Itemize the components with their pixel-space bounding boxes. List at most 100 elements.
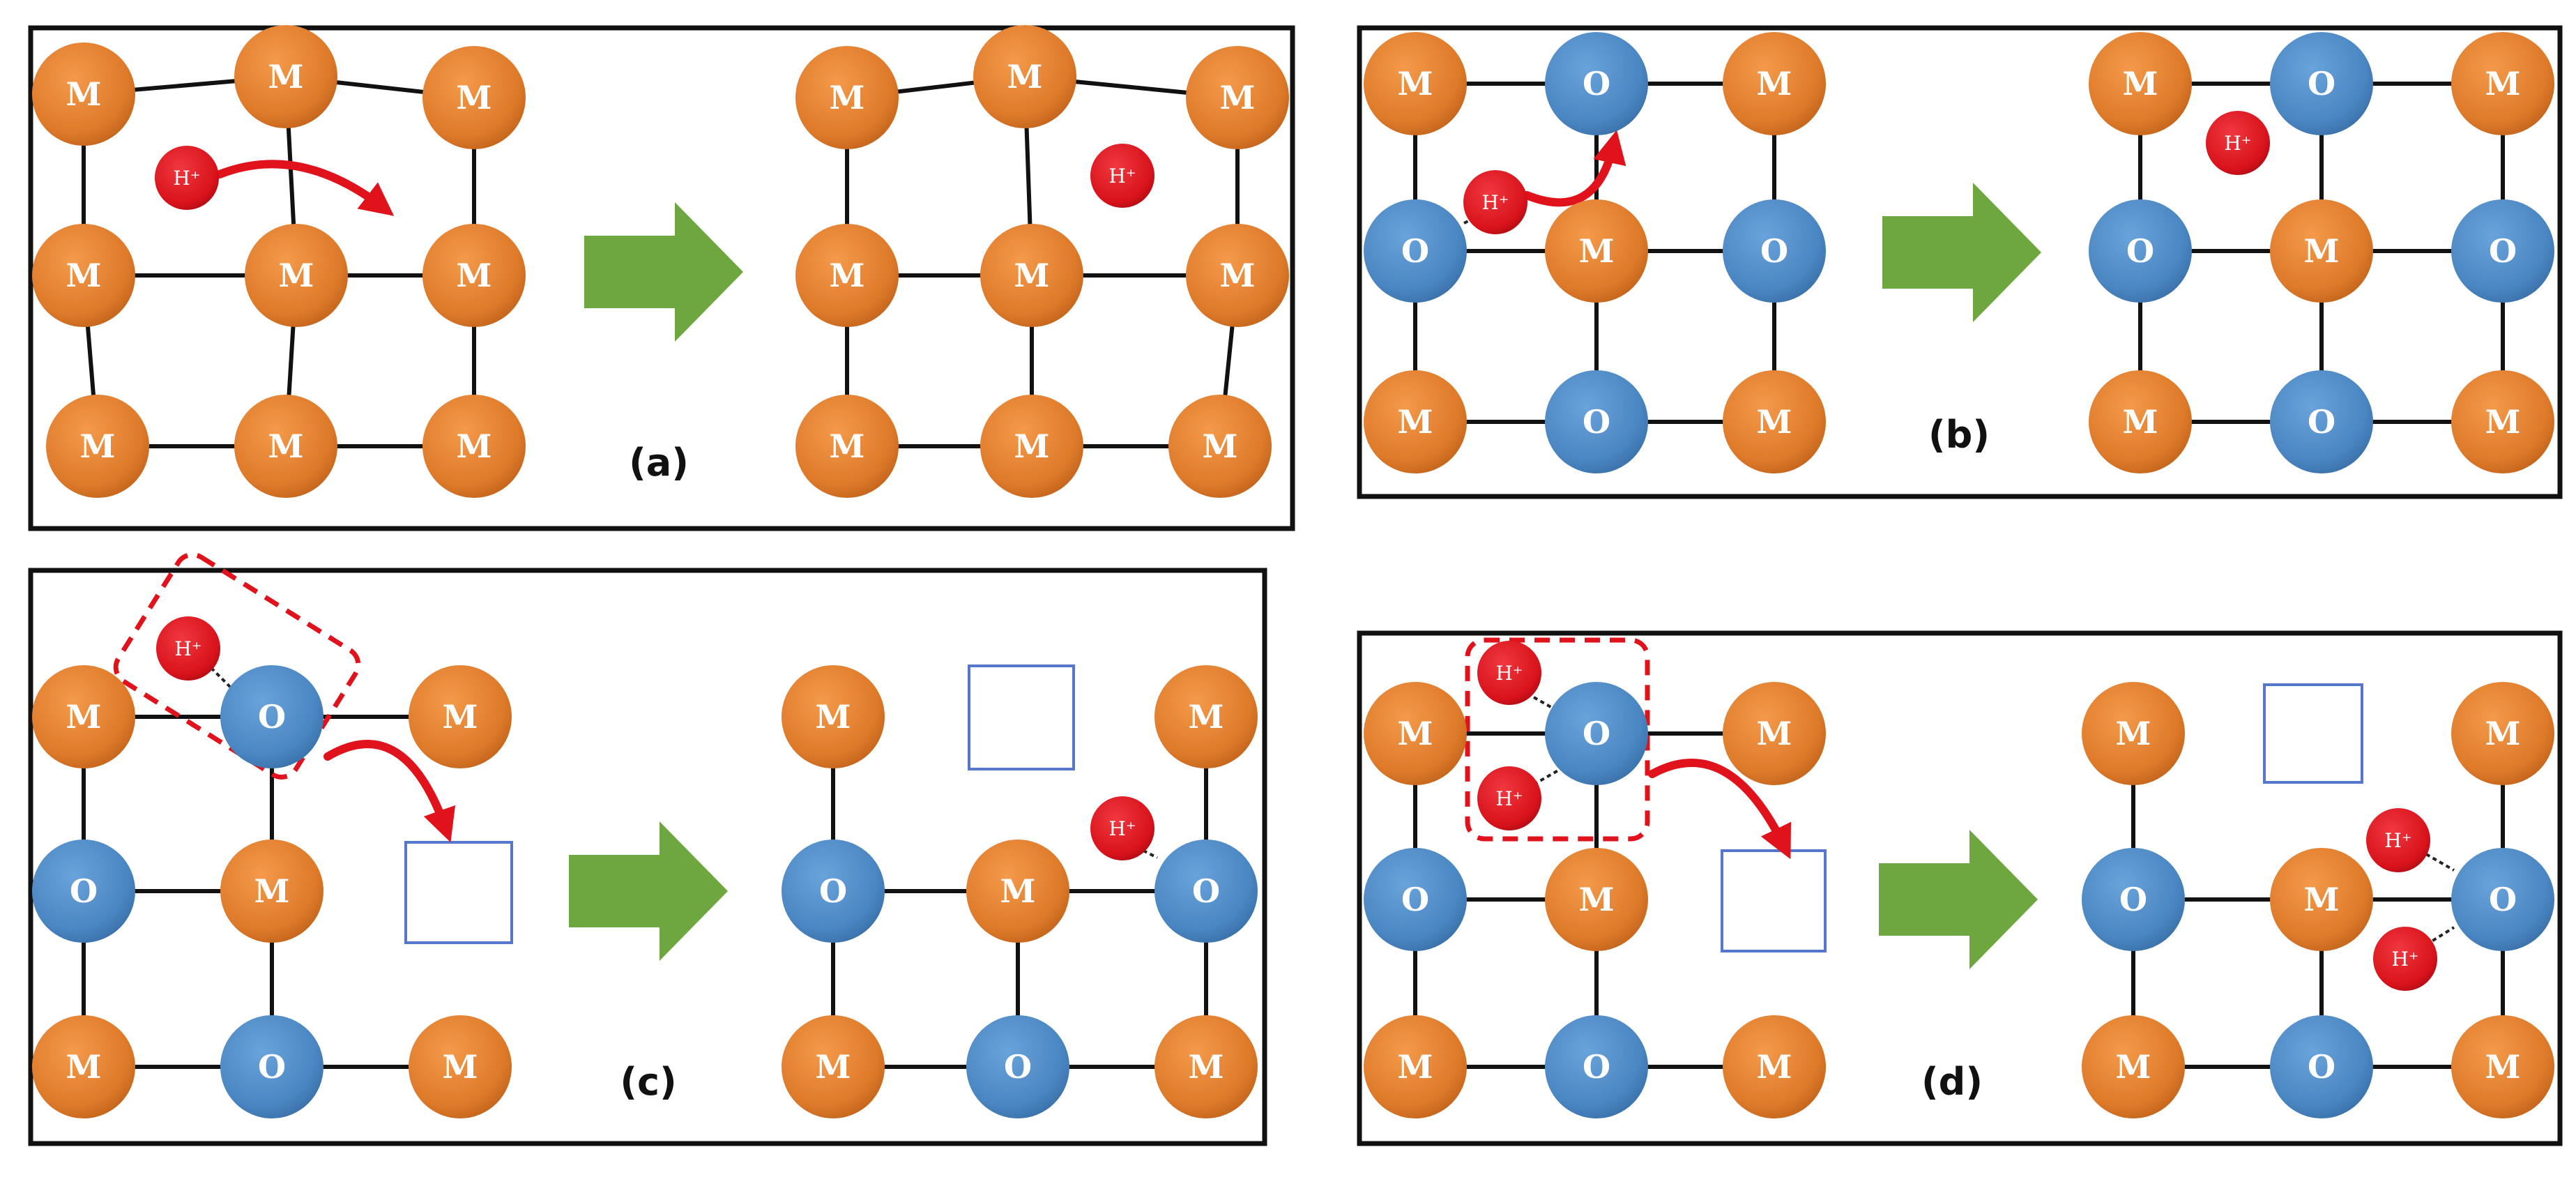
metal-atom [46,395,149,498]
proton-label: H⁺ [174,637,201,660]
oxygen-atom-label: O [2119,881,2147,918]
oxygen-atom [2270,370,2373,473]
metal-atom-label: M [1014,427,1050,465]
oxygen-atom [1723,199,1826,303]
oxygen-atom-label: O [1401,881,1429,918]
metal-atom-label: M [2116,715,2151,752]
oxygen-atom-label: O [1583,65,1610,102]
proton-label: H⁺ [1495,787,1523,810]
oxygen-atom [1545,370,1648,473]
metal-atom-label: M [830,427,865,465]
metal-atom [973,25,1076,128]
migration-path-arrow [215,160,395,216]
panel-label-a: (a) [629,441,689,485]
vacancy-sites [404,665,2363,952]
oxygen-atom-label: O [1583,715,1610,752]
oxygen-atom [1545,32,1648,135]
panel-label-b: (b) [1928,413,1990,457]
metal-atom [795,46,899,149]
metal-atom-label: M [2485,715,2521,752]
transition-arrow [584,202,743,342]
metal-atom [32,224,135,327]
proton [1477,641,1541,705]
metal-atom-label: M [1220,257,1256,294]
oxygen-atom [32,840,135,943]
proton [1463,170,1527,234]
metal-atom [2451,370,2554,473]
metal-atom [409,665,512,768]
oxygen-atom [220,665,323,768]
metal-atom-label: M [816,698,851,736]
proton-group-highlight [113,552,361,780]
metal-atom [32,43,135,146]
metal-atom [1168,395,1272,498]
oxygen-atom [2451,848,2554,951]
metal-atom [980,224,1083,327]
metal-atom-label: M [1579,881,1615,918]
metal-atom-label: M [1014,257,1050,294]
metal-atom-label: M [1007,58,1043,96]
metal-atom [782,665,885,768]
metal-atom-label: M [66,75,102,113]
oxygen-atom [2089,199,2192,303]
metal-atom [234,25,337,128]
oxygen-atom-label: O [258,698,286,736]
proton-label: H⁺ [1108,165,1136,188]
metal-atom [234,395,337,498]
oxygen-atom [1545,682,1648,785]
proton [2366,808,2430,872]
metal-atom [2082,1015,2185,1118]
metal-atom-label: M [2304,881,2340,918]
metal-atom-label: M [2485,1048,2521,1086]
metal-atom-label: M [268,58,304,96]
oxygen-atom [2270,1015,2373,1118]
oxygen-atom-label: O [70,872,98,910]
metal-atom [1723,370,1826,473]
oxygen-atom-label: O [1004,1048,1032,1086]
proton [2373,927,2437,991]
metal-atom [1364,32,1467,135]
metal-atom [2451,1015,2554,1118]
metal-atom [795,395,899,498]
metal-atom [1545,199,1648,303]
metal-atom-label: M [1757,1048,1792,1086]
metal-atom-label: M [1757,715,1792,752]
metal-atom [32,665,135,768]
metal-atom-label: M [1398,715,1433,752]
metal-atom-label: M [1000,872,1036,910]
proton-label: H⁺ [2384,829,2411,852]
oxygen-atom [1545,1015,1648,1118]
metal-atom [2270,199,2373,303]
proton-label: H⁺ [1108,817,1136,840]
oxygen-atom-label: O [258,1048,286,1086]
proton [1477,766,1541,830]
metal-atom-label: M [1757,403,1792,441]
metal-atom [2451,682,2554,785]
hydrogen-bond [2425,853,2455,872]
migration-path-arrow [1523,130,1626,207]
transition-arrow [1882,183,2041,322]
oxygen-atom [782,840,885,943]
oxygen-atom-label: O [2489,232,2517,270]
metal-atom-label: M [830,257,865,294]
metal-atom [422,46,526,149]
oxygen-atom [1364,199,1467,303]
oxygen-atom-label: O [2308,1048,2335,1086]
proton [1090,144,1154,208]
metal-atom-label: M [1757,65,1792,102]
metal-atom [422,224,526,327]
metal-atom-label: M [443,1048,478,1086]
metal-atom-label: M [1579,232,1615,270]
metal-atom [1154,1015,1258,1118]
proton-label: H⁺ [1495,662,1523,685]
panel-label-d: (d) [1921,1060,1983,1104]
oxygen-atom [966,1015,1069,1118]
oxygen-atom-label: O [1192,872,1220,910]
metal-atom [1186,46,1289,149]
proton-label: H⁺ [173,167,200,190]
metal-atom-label: M [1398,1048,1433,1086]
metal-atom-label: M [2485,65,2521,102]
proton [156,616,220,681]
panel-frame-c [28,568,1267,1146]
metal-atom-label: M [279,257,314,294]
